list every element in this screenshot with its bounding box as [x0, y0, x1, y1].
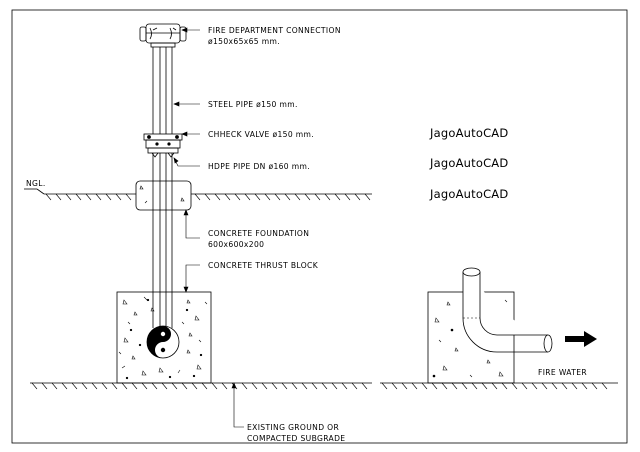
concrete-foundation: [135, 180, 192, 211]
foundation-size-label: 600x600x200: [208, 240, 264, 249]
ngl-label: NGL.: [26, 179, 46, 188]
leader-lines: [173, 27, 244, 428]
steel-pipe-label: STEEL PIPE ø150 mm.: [208, 100, 298, 109]
natural-ground-level: [24, 188, 372, 201]
steel-pipe: [152, 47, 173, 134]
existing-ground-label: EXISTING GROUND OR: [247, 423, 339, 432]
subgrade-label: COMPACTED SUBGRADE: [247, 434, 345, 443]
foundation-label: CONCRETE FOUNDATION: [208, 229, 309, 238]
check-valve: [143, 133, 183, 158]
concrete-aggregate-hatch: [118, 296, 208, 380]
detail-ground: [380, 382, 618, 390]
thrust-block-label: CONCRETE THRUST BLOCK: [208, 261, 319, 270]
pipe-bend-detail: [462, 267, 553, 353]
check-valve-label: CHHECK VALVE ø150 mm.: [208, 130, 314, 139]
flow-direction-arrow: [565, 331, 597, 347]
watermark-text: JagoAutoCAD: [429, 126, 508, 140]
left-elevation: [24, 23, 372, 428]
existing-ground: [30, 382, 372, 390]
drawing-border: [11, 9, 628, 444]
pipe-elbow-section: [146, 325, 180, 359]
watermark-text: JagoAutoCAD: [429, 187, 508, 201]
fdc-size-label: ø150x65x65 mm.: [208, 37, 280, 46]
fdc-label: FIRE DEPARTMENT CONNECTION: [208, 26, 341, 35]
right-detail: [380, 267, 618, 390]
fire-water-label: FIRE WATER: [538, 368, 587, 377]
fire-department-connection: [139, 23, 187, 48]
watermark-text: JagoAutoCAD: [429, 156, 508, 170]
concrete-thrust-block: [116, 291, 212, 384]
annotations: FIRE DEPARTMENT CONNECTION ø150x65x65 mm…: [26, 26, 587, 443]
hdpe-pipe-label: HDPE PIPE DN ø160 mm.: [208, 162, 310, 171]
